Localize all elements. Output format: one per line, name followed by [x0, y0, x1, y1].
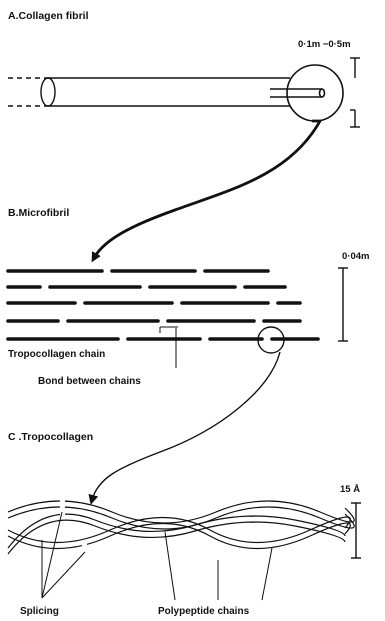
section-c-title: C .Tropocollagen — [8, 431, 93, 443]
fibril-cross-section-circle — [270, 65, 343, 121]
splice-gaps — [60, 498, 87, 558]
section-a-scale-bar — [350, 58, 360, 127]
section-b-scale-label: 0·04m — [342, 251, 369, 262]
section-c-scale-bar — [351, 503, 361, 558]
section-b-title: B.Microfibril — [8, 207, 69, 219]
triple-helix — [8, 501, 354, 554]
tropocollagen-chain-label: Tropocollagen chain — [8, 349, 105, 360]
splicing-leader-lines — [42, 512, 85, 598]
connector-microfibril-to-tropocollagen — [92, 352, 280, 500]
collagen-fibril-cylinder — [8, 78, 290, 106]
microfibril-chain-array — [8, 271, 318, 339]
splicing-label: Splicing — [20, 606, 59, 617]
section-a-scale-label: 0·1m −0·5m — [298, 39, 351, 50]
section-a-title: A.Collagen fibril — [8, 10, 89, 22]
section-b-scale-bar — [338, 268, 348, 341]
section-c-scale-label: 15 Å — [340, 484, 360, 495]
bond-markers — [160, 327, 178, 333]
polypeptide-chains-label: Polypeptide chains — [158, 606, 250, 617]
connector-fibril-to-microfibril — [94, 121, 320, 258]
bond-between-chains-label: Bond between chains — [38, 376, 141, 387]
